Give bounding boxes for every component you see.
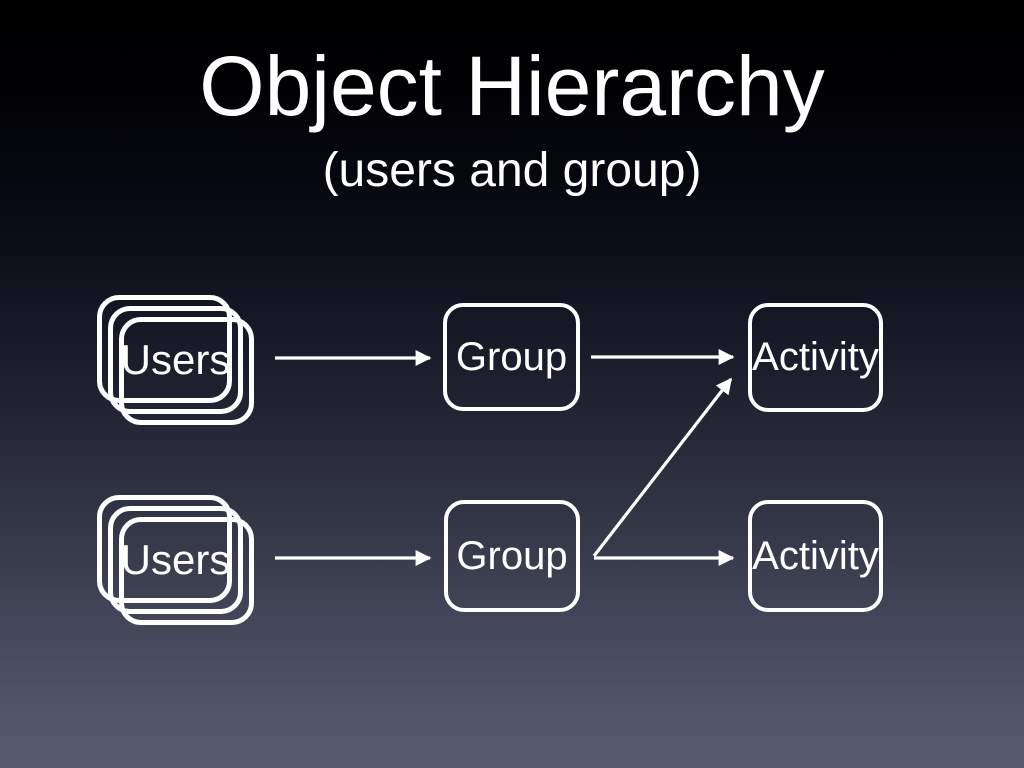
activity-node-row1: Activity xyxy=(748,303,883,412)
arrow-group2-activity1 xyxy=(592,377,733,557)
activity-node-row2: Activity xyxy=(748,500,883,612)
slide-title: Object Hierarchy xyxy=(199,39,825,133)
users-node-label: Users xyxy=(120,536,231,583)
users-stack-rect-mid xyxy=(108,506,243,614)
users-stack-row2: Users xyxy=(97,495,254,625)
users-stack-rect-front xyxy=(119,517,254,625)
users-stack-rect-front xyxy=(119,317,254,425)
users-stack-row1: Users xyxy=(97,295,254,425)
slide-subtitle: (users and group) xyxy=(322,144,702,197)
users-stack-rect-back xyxy=(97,295,232,403)
users-stack-rect-back xyxy=(97,495,232,603)
group-node-row1: Group xyxy=(443,303,580,411)
group-node-row2: Group xyxy=(444,500,580,612)
users-stack-rect-mid xyxy=(108,306,243,414)
users-node-label: Users xyxy=(120,336,231,383)
